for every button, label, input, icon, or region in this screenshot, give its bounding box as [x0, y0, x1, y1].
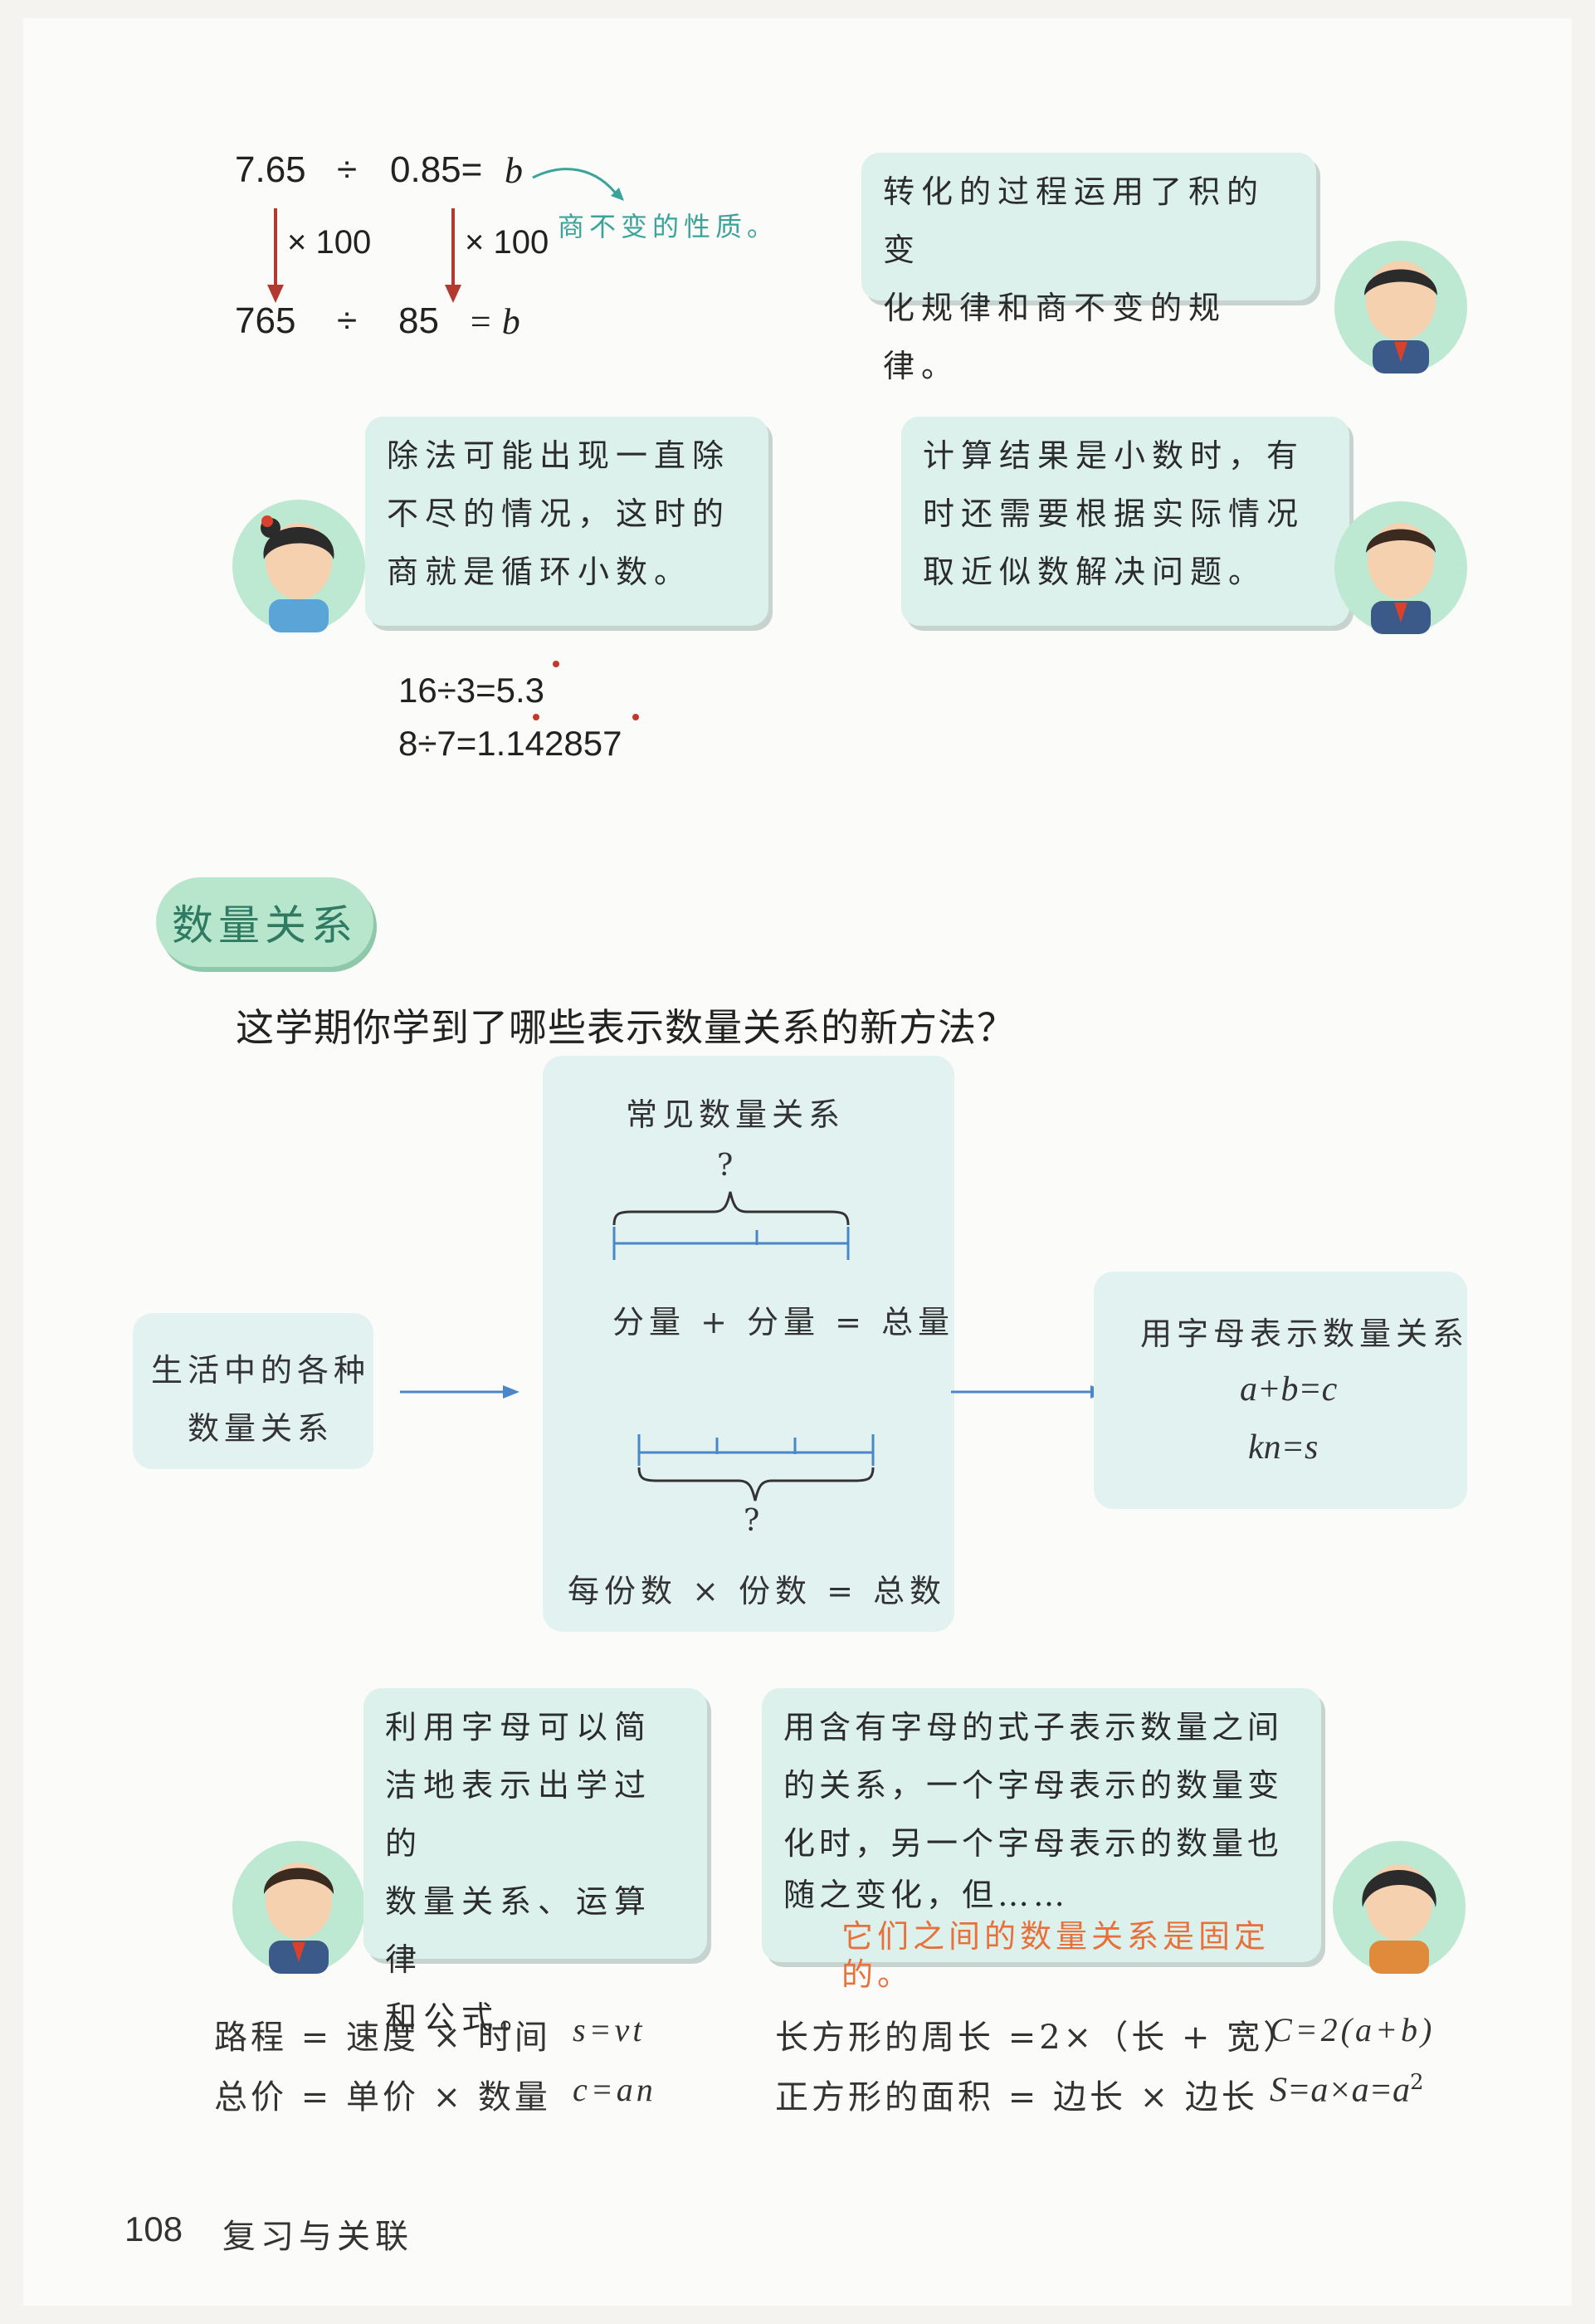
bubble-line: 利用字母可以简 [385, 1709, 653, 1745]
recurring-dot [533, 714, 539, 720]
bubble-line: 用含有字母的式子表示数量之间 [783, 1709, 1284, 1745]
formula-square-area: 正方形的面积 = 边长 × 边长 [775, 2078, 1258, 2116]
recurring-dot [553, 661, 559, 667]
bubble-line: 和公式。 [385, 1999, 539, 2036]
diagram-right-box: 用字母表示数量关系 a+b=c kn=s [1094, 1272, 1467, 1509]
left-box-line: 生活中的各种 [151, 1352, 371, 1389]
calc-divide-sign-2: ÷ [337, 300, 358, 341]
calc-85: 85 [398, 300, 439, 341]
calc-085: 0.85= [390, 149, 483, 190]
page-number: 108 [124, 2209, 183, 2248]
bubble-line: 时还需要根据实际情况 [923, 496, 1305, 532]
area-exponent: 2 [1410, 2070, 1427, 2095]
multiply-100-left: × 100 [287, 224, 372, 261]
bubble-line: 洁地表示出学过的 [385, 1767, 653, 1862]
speech-bubble-expressions: 用含有字母的式子表示数量之间 的关系，一个字母表示的数量变 化时，另一个字母表示… [762, 1688, 1321, 1993]
note-curved-arrow [532, 168, 624, 201]
recurring-decimal-2: 8÷7=1.142857 [398, 724, 622, 763]
boy-avatar-2 [1334, 501, 1467, 634]
girl-avatar-1 [232, 500, 365, 632]
calc-765-decimal: 7.65 [235, 149, 306, 190]
part-whole-bracket [612, 1191, 850, 1260]
arrow-right-icon [951, 1385, 1107, 1399]
chapter-title: 复习与关联 [222, 2218, 413, 2256]
formula-rectangle-perimeter: 长方形的周长 =2×（长 + 宽） [775, 2019, 1300, 2057]
quotient-property-note: 商不变的性质。 [558, 211, 779, 242]
section-question: 这学期你学到了哪些表示数量关系的新方法？ [236, 1005, 1016, 1050]
speech-bubble-recurring: 除法可能出现一直除 不尽的情况，这时的 商就是循环小数。 [365, 417, 768, 626]
multiply-arrows [267, 208, 461, 303]
equation-product: kn=s [1248, 1428, 1319, 1467]
diagram-center-panel: 常见数量关系 ? 分量 + 分量 = 总量 ? 每份数 × 份数 = 总数 [543, 1056, 954, 1632]
calc-divide-sign: ÷ [337, 149, 358, 190]
bubble-line: 化规律和商不变的规律。 [883, 290, 1227, 384]
relation-groups-total: 每份数 × 份数 = 总数 [568, 1573, 946, 1609]
bubble-line: 商就是循环小数。 [387, 554, 693, 590]
boy-avatar-1 [1334, 241, 1467, 374]
bubble-line: 随之变化，但…… [783, 1877, 1070, 1913]
arrow-right-icon [400, 1385, 519, 1399]
question-mark-1: ? [717, 1149, 734, 1183]
question-mark-2: ? [744, 1504, 760, 1538]
formula-area-letters: S=a×a=a2 [1270, 2070, 1427, 2110]
bubble-line: 数量关系、运算律 [385, 1883, 653, 1978]
bubble-highlight: 它们之间的数量关系是固定的。 [841, 1918, 1271, 1993]
formula-distance: 路程 = 速度 × 时间 [214, 2019, 551, 2057]
center-panel-title: 常见数量关系 [626, 1096, 846, 1133]
multiply-100-right: × 100 [465, 224, 549, 261]
calc-var-b: b [505, 150, 523, 191]
bubble-line: 计算结果是小数时，有 [923, 437, 1305, 474]
equation-sum: a+b=c [1240, 1370, 1338, 1409]
formula-perimeter-letters: C=2(a+b) [1270, 2011, 1436, 2048]
boy-avatar-3 [232, 1841, 365, 1974]
speech-bubble-approximate: 计算结果是小数时，有 时还需要根据实际情况 取近似数解决问题。 [901, 417, 1349, 626]
bubble-line: 化时，另一个字母表示的数量也 [783, 1825, 1284, 1862]
bubble-line: 除法可能出现一直除 [387, 437, 731, 474]
calc-765: 765 [235, 300, 296, 341]
bubble-line: 不尽的情况，这时的 [387, 496, 731, 532]
relation-part-whole: 分量 + 分量 = 总量 [612, 1304, 954, 1340]
diagram-left-box: 生活中的各种 数量关系 [133, 1313, 373, 1469]
recurring-decimal-1: 16÷3=5.3 [398, 671, 545, 710]
area-letters-base: S=a×a=a [1270, 2071, 1411, 2110]
left-box-line: 数量关系 [188, 1410, 334, 1447]
textbook-page: 7.65 ÷ 0.85= b × 100 × 100 765 ÷ 85 = b … [23, 18, 1572, 2306]
speech-bubble-transform: 转化的过程运用了积的变 化规律和商不变的规律。 [861, 153, 1316, 384]
bubble-line: 的关系，一个字母表示的数量变 [783, 1767, 1284, 1804]
equal-groups-bracket [637, 1434, 875, 1501]
speech-bubble-letters: 利用字母可以简 洁地表示出学过的 数量关系、运算律 和公式。 [363, 1688, 707, 2036]
calc-equals-b: = b [468, 301, 520, 342]
formula-distance-letters: s=vt [573, 2011, 646, 2048]
formula-price: 总价 = 单价 × 数量 [214, 2078, 551, 2116]
girl-avatar-2 [1333, 1841, 1466, 1974]
formula-price-letters: c=an [573, 2071, 656, 2108]
bubble-line: 转化的过程运用了积的变 [883, 173, 1266, 268]
bubble-line: 取近似数解决问题。 [923, 554, 1267, 590]
recurring-dot [632, 714, 639, 720]
section-tag-quantity-relations: 数量关系 [156, 877, 373, 967]
right-box-title: 用字母表示数量关系 [1140, 1316, 1470, 1352]
